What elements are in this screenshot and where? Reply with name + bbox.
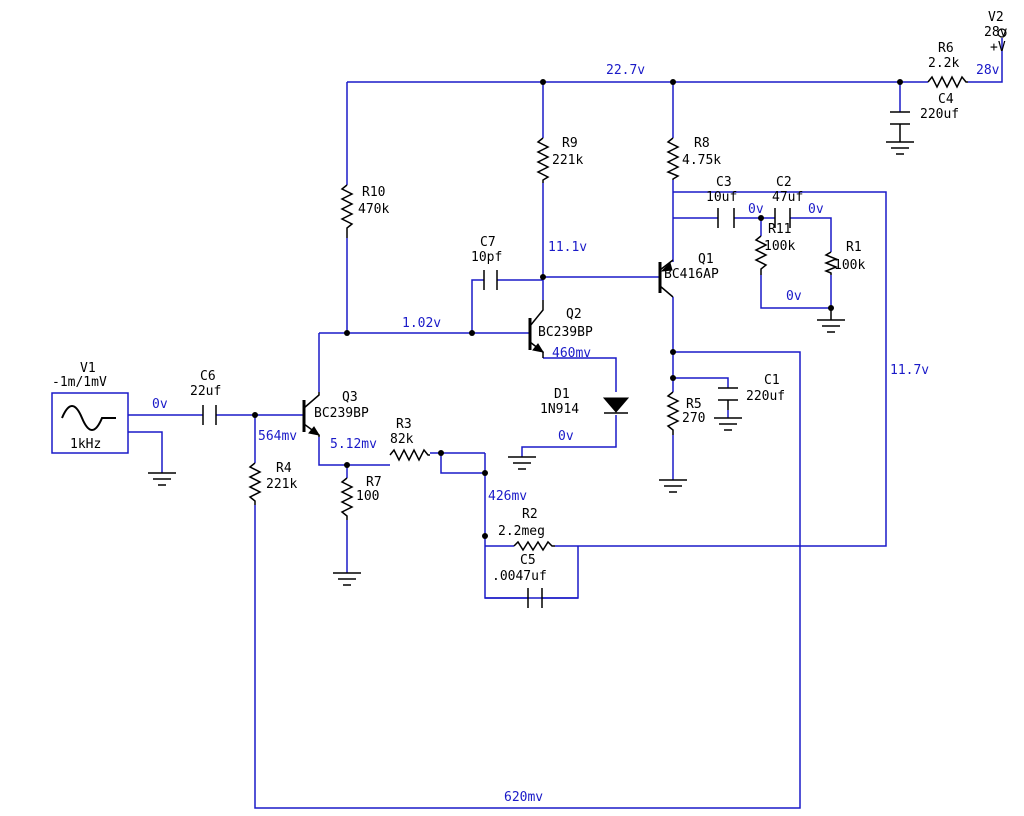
c6-value: 22uf xyxy=(190,384,221,399)
v2-name: V2 xyxy=(988,10,1004,25)
transistor-q1 xyxy=(658,259,674,298)
voltage-q2-emitter: 460mv xyxy=(552,346,591,361)
transistor-q3 xyxy=(302,392,321,437)
voltage-feedback: 426mv xyxy=(488,489,527,504)
r3-value: 82k xyxy=(390,432,414,447)
junctions xyxy=(252,79,903,539)
resistor-r10 xyxy=(340,184,354,238)
voltage-r11-bottom: 0v xyxy=(786,289,802,304)
q2-value: BC239BP xyxy=(538,325,593,340)
resistor-r6 xyxy=(927,75,968,89)
v2-polarity: +V xyxy=(990,40,1006,55)
r7-name: R7 xyxy=(366,475,382,490)
c7-value: 10pf xyxy=(471,250,502,265)
resistor-r2 xyxy=(513,540,555,552)
c3-name: C3 xyxy=(716,175,732,190)
c5-name: C5 xyxy=(520,553,536,568)
r2-value: 2.2meg xyxy=(498,524,545,539)
resistor-r3 xyxy=(389,448,430,462)
diode-d1 xyxy=(602,397,630,414)
r7-value: 100 xyxy=(356,489,379,504)
signal-source-v1 xyxy=(51,392,129,454)
voltage-diode: 0v xyxy=(558,429,574,444)
r10-value: 470k xyxy=(358,202,389,217)
r4-name: R4 xyxy=(276,461,292,476)
r3-name: R3 xyxy=(396,417,412,432)
resistor-r9 xyxy=(536,137,550,183)
dc-source-v2 xyxy=(997,28,1007,38)
r10-name: R10 xyxy=(362,185,385,200)
capacitor-c4 xyxy=(890,111,910,142)
c7-name: C7 xyxy=(480,235,496,250)
voltage-q3-base: 564mv xyxy=(258,429,297,444)
voltage-rail: 22.7v xyxy=(606,63,645,78)
q1-name: Q1 xyxy=(698,252,714,267)
voltage-labels: 22.7v 28v 11.1v 1.02v 460mv 0v 564mv 5.1… xyxy=(152,63,1000,805)
r2-name: R2 xyxy=(522,507,538,522)
component-labels: V1 -1m/1mV 1kHz V2 28v +V R6 2.2k C4 220… xyxy=(52,10,1008,584)
voltage-bottom-loop: 620mv xyxy=(504,790,543,805)
r5-name: R5 xyxy=(686,397,702,412)
v1-name: V1 xyxy=(80,361,96,376)
capacitor-c1 xyxy=(718,387,738,410)
r8-value: 4.75k xyxy=(682,153,721,168)
r6-name: R6 xyxy=(938,41,954,56)
v1-value: -1m/1mV xyxy=(52,375,107,390)
voltage-output: 11.7v xyxy=(890,363,929,378)
r9-value: 221k xyxy=(552,153,583,168)
resistor-r5 xyxy=(666,391,680,435)
v1-freq: 1kHz xyxy=(70,437,101,452)
voltage-input: 0v xyxy=(152,397,168,412)
r11-value: 100k xyxy=(764,239,795,254)
resistor-r4 xyxy=(248,462,262,505)
r8-name: R8 xyxy=(694,136,710,151)
q2-name: Q2 xyxy=(566,307,582,322)
r6-value: 2.2k xyxy=(928,56,959,71)
r1-name: R1 xyxy=(846,240,862,255)
r4-value: 221k xyxy=(266,477,297,492)
voltage-c3-c2: 0v xyxy=(748,202,764,217)
capacitor-c5 xyxy=(527,588,543,608)
capacitor-c7 xyxy=(483,270,498,290)
r1-value: 100k xyxy=(834,258,865,273)
c4-value: 220uf xyxy=(920,107,959,122)
voltage-c2-right: 0v xyxy=(808,202,824,217)
capacitor-c6 xyxy=(202,405,217,425)
v2-value: 28v xyxy=(984,25,1008,40)
voltage-q2-base: 1.02v xyxy=(402,316,441,331)
ground-symbols xyxy=(148,141,914,586)
r11-name: R11 xyxy=(768,222,791,237)
q1-value: BC416AP xyxy=(664,267,719,282)
resistor-r8 xyxy=(666,137,680,180)
voltage-q2-collector: 11.1v xyxy=(548,240,587,255)
c3-value: 10uf xyxy=(706,190,737,205)
c1-value: 220uf xyxy=(746,389,785,404)
resistor-r11 xyxy=(754,235,768,275)
r5-value: 270 xyxy=(682,411,705,426)
r9-name: R9 xyxy=(562,136,578,151)
c6-name: C6 xyxy=(200,369,216,384)
capacitor-c2 xyxy=(774,208,791,228)
voltage-q3-emitter: 5.12mv xyxy=(330,437,377,452)
resistor-r7 xyxy=(340,477,354,520)
capacitor-c3 xyxy=(717,208,735,228)
wires xyxy=(128,38,1003,809)
q3-name: Q3 xyxy=(342,390,358,405)
d1-name: D1 xyxy=(554,387,570,402)
c5-value: .0047uf xyxy=(492,569,547,584)
resistor-r1 xyxy=(823,251,839,275)
c2-name: C2 xyxy=(776,175,792,190)
transistor-q2 xyxy=(528,300,545,358)
d1-value: 1N914 xyxy=(540,402,579,417)
voltage-v2-node: 28v xyxy=(976,63,1000,78)
c1-name: C1 xyxy=(764,373,780,388)
c2-value: 47uf xyxy=(772,190,803,205)
q3-value: BC239BP xyxy=(314,406,369,421)
c4-name: C4 xyxy=(938,92,954,107)
